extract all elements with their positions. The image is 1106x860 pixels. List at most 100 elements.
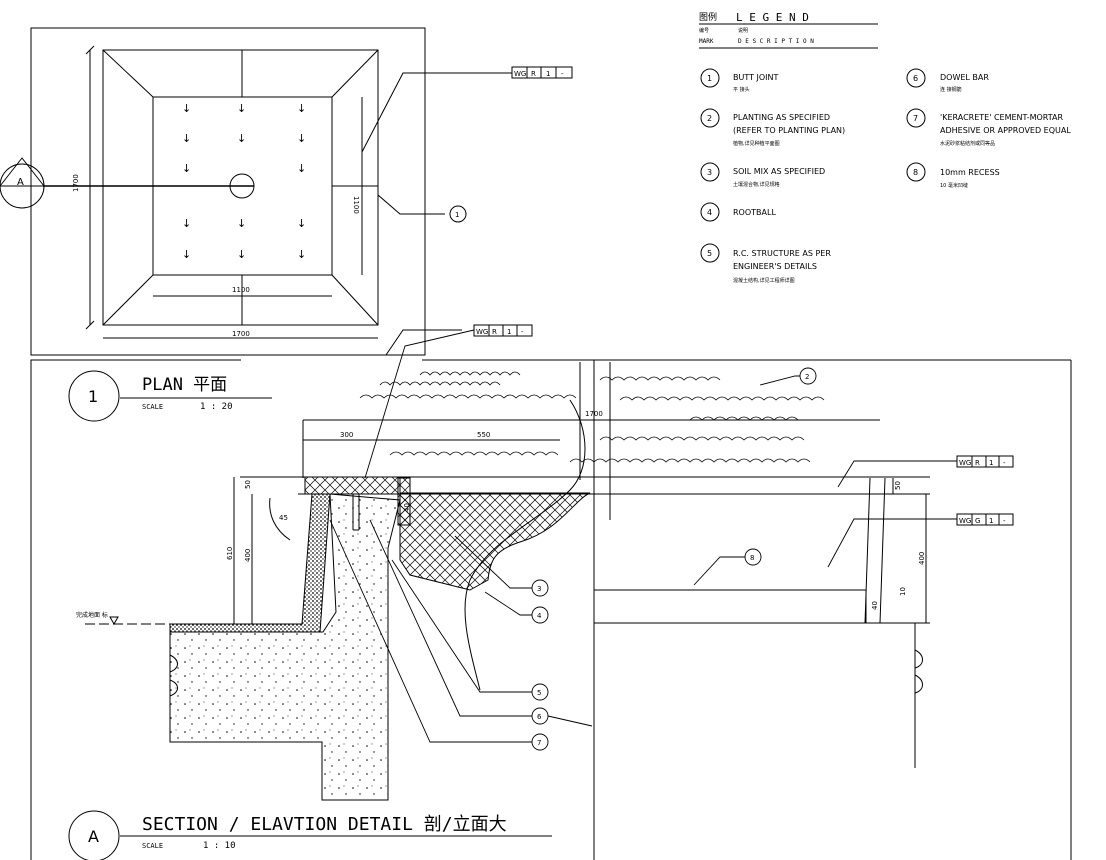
svg-text:土壤混合物,详见规格: 土壤混合物,详见规格 [733, 181, 780, 188]
legend-item-3: 3 SOIL MIX AS SPECIFIED 土壤混合物,详见规格 [700, 162, 825, 188]
section-detail [85, 362, 930, 801]
legend: 图例 L E G E N D 编号 说明 MARK D E S C R I P … [699, 11, 1071, 284]
dim-height-400: 400 [244, 549, 252, 562]
callout-3 [531, 579, 549, 597]
svg-text:1: 1 [989, 459, 993, 467]
svg-text:WG: WG [514, 70, 526, 78]
svg-text:平 接头: 平 接头 [733, 86, 750, 93]
svg-text:SOIL MIX AS SPECIFIED: SOIL MIX AS SPECIFIED [733, 167, 825, 176]
section-ref-tag-top: WG R 1 - [473, 324, 533, 337]
svg-text:1: 1 [455, 211, 459, 219]
svg-text:↓: ↓ [182, 102, 191, 115]
svg-text:编号: 编号 [699, 27, 709, 34]
svg-text:-: - [1003, 517, 1006, 525]
planting-foliage [359, 371, 825, 463]
svg-text:(REFER TO PLANTING PLAN): (REFER TO PLANTING PLAN) [733, 126, 845, 135]
svg-text:BUTT JOINT: BUTT JOINT [733, 73, 779, 82]
svg-text:4: 4 [537, 612, 542, 620]
svg-text:3: 3 [537, 585, 541, 593]
svg-text:连 接钢筋: 连 接钢筋 [940, 86, 962, 93]
section-frame [30, 359, 1072, 860]
legend-item-7: 7 'KERACRETE' CEMENT-MORTAR ADHESIVE OR … [906, 108, 1071, 147]
ground-level-label: 完成地面 标 [76, 611, 108, 619]
dim-angle: 45 [279, 514, 288, 522]
section-number: A [88, 827, 99, 846]
plan-ref-tag: WG R 1 - [511, 66, 573, 79]
svg-text:DOWEL BAR: DOWEL BAR [940, 73, 989, 82]
callout-7 [531, 733, 549, 751]
svg-text:水泥砂浆粘结剂或同等品: 水泥砂浆粘结剂或同等品 [940, 140, 995, 147]
svg-text:R: R [975, 459, 980, 467]
section-callouts [329, 329, 957, 751]
svg-text:SCALE: SCALE [142, 842, 163, 850]
svg-text:↓: ↓ [297, 162, 306, 175]
callout-5 [531, 683, 549, 701]
coping-stone [304, 476, 401, 495]
svg-text:10 毫米凹缝: 10 毫米凹缝 [940, 182, 968, 189]
svg-text:MARK: MARK [699, 38, 714, 45]
plan-dim-outer-vertical: 1700 [72, 174, 80, 192]
svg-text:↓: ↓ [297, 248, 306, 261]
plan-frame [30, 27, 426, 356]
svg-text:↓: ↓ [237, 102, 246, 115]
dim-height-610: 610 [226, 547, 234, 560]
plan-scale: 1 : 20 [200, 402, 233, 412]
svg-text:3: 3 [707, 168, 712, 177]
svg-text:6: 6 [537, 713, 542, 721]
svg-text:-: - [561, 70, 564, 78]
svg-text:↓: ↓ [297, 102, 306, 115]
svg-text:SCALE: SCALE [142, 403, 163, 411]
plan-dim-outer-horizontal: 1700 [232, 330, 250, 338]
svg-text:植物,详见种植平面图: 植物,详见种植平面图 [733, 140, 780, 147]
dim-right-400: 400 [918, 552, 926, 565]
svg-text:1: 1 [546, 70, 550, 78]
svg-text:1: 1 [989, 517, 993, 525]
svg-text:↓: ↓ [182, 217, 191, 230]
svg-text:↓: ↓ [237, 248, 246, 261]
svg-text:-: - [521, 328, 524, 336]
plan-arrows: ↓↓↓ ↓↓↓ ↓↓ ↓↓↓ ↓↓↓ [182, 102, 306, 261]
svg-text:↓: ↓ [182, 132, 191, 145]
svg-text:↓: ↓ [182, 248, 191, 261]
svg-text:ADHESIVE OR APPROVED EQUAL: ADHESIVE OR APPROVED EQUAL [940, 126, 1071, 135]
callout-8 [744, 548, 762, 566]
svg-text:PLANTING AS SPECIFIED: PLANTING AS SPECIFIED [733, 113, 830, 122]
svg-text:↓: ↓ [182, 162, 191, 175]
legend-item-4: 4 ROOTBALL [700, 202, 776, 222]
plan-title-block: 1 PLAN 平面 SCALE 1 : 20 [68, 370, 272, 422]
callout-2 [799, 367, 817, 385]
svg-text:8: 8 [913, 168, 918, 177]
svg-text:'KERACRETE' CEMENT-MORTAR: 'KERACRETE' CEMENT-MORTAR [940, 113, 1063, 122]
dim-top-total: 1700 [585, 410, 603, 418]
dim-right-10: 40 [871, 601, 879, 610]
svg-text:↓: ↓ [297, 217, 306, 230]
adhesive-layer [169, 493, 331, 633]
section-title: SECTION / ELAVTION DETAIL 剖/立面大 [142, 814, 507, 835]
svg-text:10mm RECESS: 10mm RECESS [940, 168, 1000, 177]
section-scale: 1 : 10 [203, 841, 236, 851]
rootball-edge [464, 399, 586, 691]
svg-text:7: 7 [537, 739, 541, 747]
svg-text:2: 2 [707, 114, 712, 123]
section-ref-tag-g: WG G 1 - [956, 513, 1014, 526]
svg-text:ENGINEER'S DETAILS: ENGINEER'S DETAILS [733, 262, 817, 271]
plan-outer-square [102, 49, 379, 326]
svg-text:WG: WG [476, 328, 488, 336]
svg-text:1: 1 [707, 74, 712, 83]
plan-view [0, 27, 512, 356]
svg-text:R: R [531, 70, 536, 78]
svg-text:1: 1 [507, 328, 511, 336]
dim-right-50: 50 [894, 481, 902, 490]
dim-left-300: 300 [340, 431, 353, 439]
svg-text:2: 2 [805, 373, 809, 381]
svg-text:7: 7 [913, 114, 918, 123]
svg-text:WG: WG [959, 459, 971, 467]
plan-dim-inner-horizontal: 1100 [232, 286, 250, 294]
svg-text:↓: ↓ [237, 132, 246, 145]
section-ref-tag-r: WG R 1 - [956, 455, 1014, 468]
legend-item-1: 1 BUTT JOINT 平 接头 [700, 68, 779, 93]
legend-item-6: 6 DOWEL BAR 连 接钢筋 [906, 68, 989, 93]
legend-item-2: 2 PLANTING AS SPECIFIED (REFER TO PLANTI… [700, 108, 845, 147]
svg-text:4: 4 [707, 208, 712, 217]
legend-title-en: L E G E N D [736, 11, 809, 24]
